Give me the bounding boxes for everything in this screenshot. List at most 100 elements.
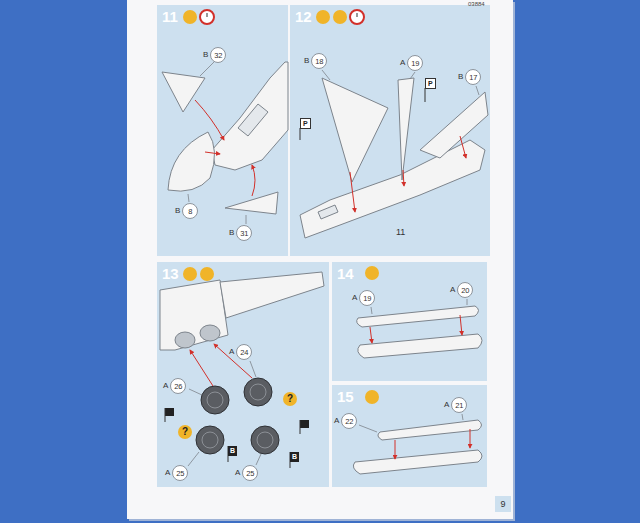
model-part <box>168 132 215 191</box>
exhaust-nozzle <box>196 378 279 454</box>
model-part <box>162 62 288 214</box>
part-number: 8 <box>188 207 192 216</box>
clock-hand <box>207 13 208 17</box>
callout-circle: 31 <box>236 225 252 241</box>
part-number: 31 <box>240 229 248 238</box>
paint-icon <box>183 10 197 24</box>
nozzle-ring <box>202 432 218 448</box>
model-part <box>353 306 482 474</box>
part-callout: A20 <box>450 282 473 298</box>
part-callout: A25 <box>165 465 188 481</box>
assembly-arrow <box>395 440 396 459</box>
assembly-arrow <box>350 172 355 212</box>
model-part <box>212 62 288 170</box>
paint-icon <box>200 267 214 281</box>
callout-circle: 32 <box>210 47 226 63</box>
leader-line <box>462 414 463 420</box>
assembly-arrow <box>190 350 213 386</box>
part-callout: B 32 <box>203 47 226 63</box>
step-number: 15 <box>337 388 354 405</box>
part-sprue-letter: B <box>458 72 463 82</box>
model-part <box>160 280 228 350</box>
nozzle-ring <box>257 432 273 448</box>
model-part <box>160 272 324 350</box>
model-part <box>238 104 268 136</box>
part-number: 20 <box>461 286 469 295</box>
assembly-arrow <box>460 136 466 158</box>
nozzle-ring <box>250 384 266 400</box>
callout-circle: 20 <box>457 282 473 298</box>
assembly-arrow <box>403 170 404 186</box>
part-sprue-letter: A <box>334 416 339 426</box>
part-sprue-letter: A <box>444 400 449 410</box>
flag-pole <box>165 408 166 422</box>
model-part <box>378 420 482 440</box>
part-number: 26 <box>174 382 182 391</box>
option-flag: B <box>228 446 237 456</box>
paint-icon <box>333 10 347 24</box>
part-callout: A 26 <box>163 378 186 394</box>
flag-pole <box>165 88 425 468</box>
part-callout: A19 <box>400 55 423 71</box>
assembly-arrow <box>470 429 471 448</box>
assembly-arrow <box>190 100 470 459</box>
nozzle-ring <box>202 384 273 448</box>
part-callout: A22 <box>334 413 357 429</box>
note-icon: ? <box>178 425 192 439</box>
assembly-arrow <box>205 152 220 154</box>
nozzle-ring <box>207 392 223 408</box>
part-number: 32 <box>214 51 222 60</box>
model-part <box>358 334 482 358</box>
model-part <box>300 78 488 238</box>
assembly-arrow <box>195 100 224 140</box>
part-sprue-letter: A <box>400 58 405 68</box>
part-sprue-letter: A <box>235 468 240 478</box>
part-number: 25 <box>176 469 184 478</box>
part-sprue-letter: B <box>203 50 208 60</box>
model-part <box>200 325 220 341</box>
leader-line <box>476 86 479 95</box>
part-sprue-letter: B <box>175 206 180 216</box>
leader-line <box>410 72 415 79</box>
option-flag <box>165 408 174 416</box>
part-callout: A25 <box>235 465 258 481</box>
model-part <box>398 78 414 180</box>
part-sprue-letter: B <box>304 56 309 66</box>
leader-line <box>322 70 330 80</box>
leader-line <box>200 62 214 76</box>
part-sprue-letter: A <box>352 293 357 303</box>
paper-shadow <box>129 2 515 521</box>
paint-flag: P <box>300 118 311 129</box>
callout-circle: 19 <box>359 290 375 306</box>
leader-line <box>359 425 377 432</box>
page-number: 9 <box>495 496 511 512</box>
callout-circle: 19 <box>407 55 423 71</box>
part-callout: B17 <box>458 69 481 85</box>
model-part <box>300 140 485 238</box>
leader-line <box>371 307 372 314</box>
assembly-arrow <box>214 344 252 378</box>
leader-line <box>246 215 247 224</box>
paint-flag: P <box>425 78 436 89</box>
exhaust-nozzle <box>196 426 224 454</box>
exhaust-nozzle <box>244 378 272 406</box>
step-number: 14 <box>337 265 354 282</box>
assembly-arrow <box>252 165 255 196</box>
model-part <box>322 78 388 182</box>
part-callout: A24 <box>229 344 252 360</box>
step-number: 12 <box>295 8 312 25</box>
part-number: 21 <box>455 401 463 410</box>
callout-circle: 21 <box>451 397 467 413</box>
clock-hand <box>357 13 358 17</box>
leader-line <box>467 299 468 305</box>
paint-icon <box>350 10 364 24</box>
model-part <box>225 192 278 214</box>
part-sprue-letter: A <box>163 381 168 391</box>
note-icon: ? <box>283 392 297 406</box>
page-code: 03884 <box>468 1 485 7</box>
callout-circle: 26 <box>170 378 186 394</box>
flag-pole <box>300 420 301 434</box>
part-number: 18 <box>315 57 323 66</box>
paint-icon <box>316 10 330 24</box>
